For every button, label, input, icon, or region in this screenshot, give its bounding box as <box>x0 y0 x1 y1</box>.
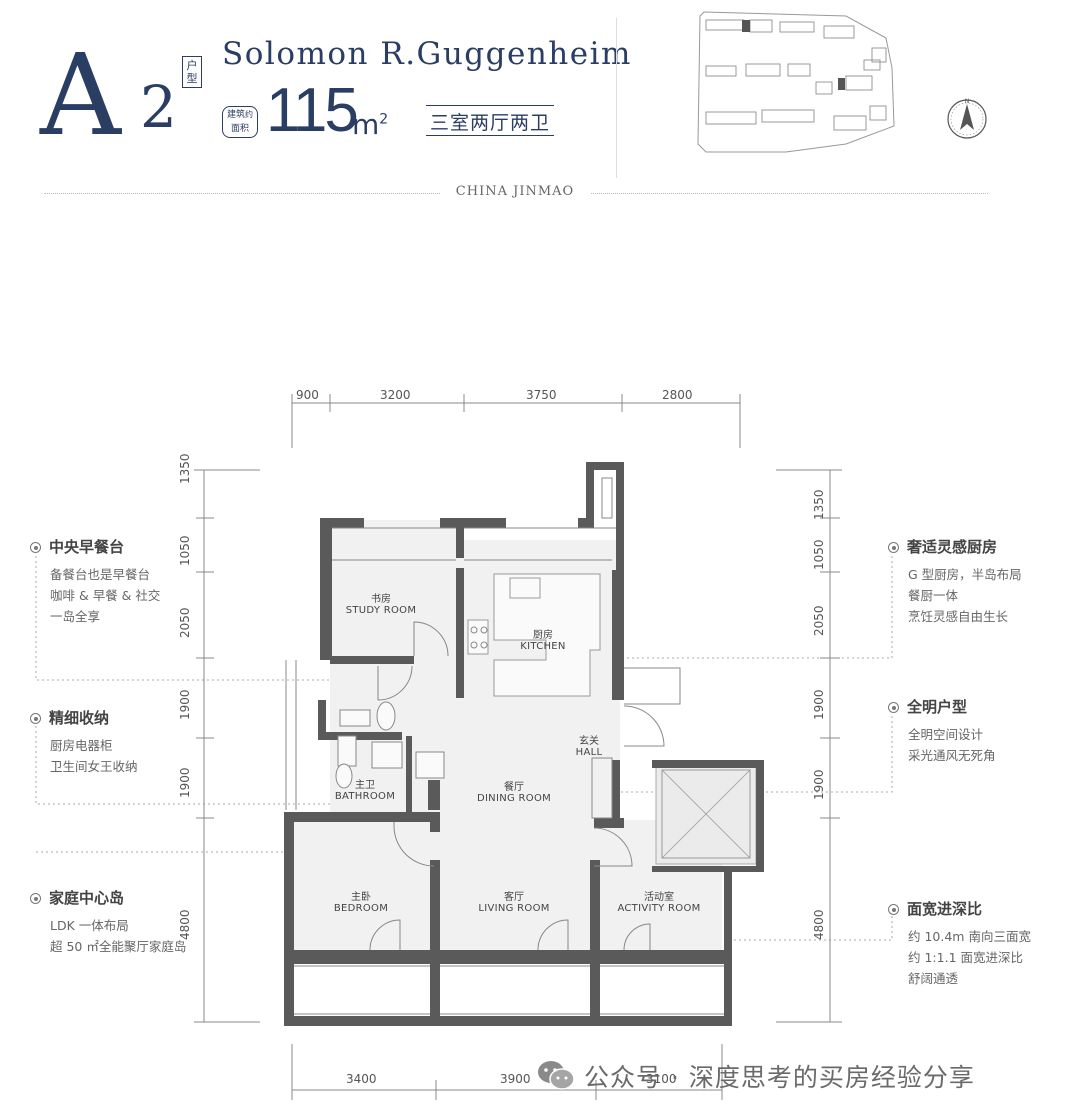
dim-top-3: 2800 <box>662 388 693 402</box>
bathroom-fixtures <box>335 701 445 789</box>
dim-left-5: 4800 <box>178 909 192 940</box>
dim-bottom-1: 3900 <box>500 1072 531 1086</box>
brand-name: CHINA JINMAO <box>440 184 590 199</box>
dim-right-5: 4800 <box>812 909 826 940</box>
area-tag: 建筑约 面积 <box>222 106 258 138</box>
header-divider <box>616 18 617 178</box>
bullet-icon <box>888 542 899 553</box>
dim-left-0: 1350 <box>178 453 192 484</box>
dimension-lines-bottom <box>291 1044 723 1100</box>
compass-icon: N <box>947 98 987 139</box>
bullet-icon <box>888 904 899 915</box>
wechat-icon <box>536 1058 576 1092</box>
type-tag: 户型 <box>182 56 202 88</box>
dim-bottom-0: 3400 <box>346 1072 377 1086</box>
type-letter: A <box>40 31 121 161</box>
dim-left-2: 2050 <box>178 607 192 638</box>
dim-right-1: 1050 <box>812 539 826 570</box>
title-en: Solomon R.Guggenheim <box>222 36 632 72</box>
doors <box>369 621 665 951</box>
walls <box>284 462 764 1026</box>
dim-bottom-2: 3100 <box>646 1072 677 1086</box>
feature-all-bright: 全明户型 全明空间设计 采光通风无死角 <box>888 696 996 766</box>
dim-right-4: 1900 <box>812 769 826 800</box>
dim-left-4: 1900 <box>178 767 192 798</box>
feature-storage: 精细收纳 厨房电器柜 卫生间女王收纳 <box>30 707 138 777</box>
feature-center-island: 家庭中心岛 LDK 一体布局 超 50 ㎡全能聚厅家庭岛 <box>30 887 186 957</box>
bullet-icon <box>30 893 41 904</box>
dim-left-1: 1050 <box>178 535 192 566</box>
dimension-lines-right <box>776 469 842 1023</box>
dimension-lines-left <box>194 469 260 1023</box>
dim-top-0: 900 <box>296 388 319 402</box>
feature-kitchen: 奢适灵感厨房 G 型厨房，半岛布局 餐厨一体 烹饪灵感自由生长 <box>888 536 1022 627</box>
dim-right-0: 1350 <box>812 489 826 520</box>
dim-right-3: 1900 <box>812 689 826 720</box>
dim-right-2: 2050 <box>812 605 826 636</box>
bullet-icon <box>30 542 41 553</box>
bullet-icon <box>30 713 41 724</box>
windows <box>285 477 724 1015</box>
dim-left-3: 1900 <box>178 689 192 720</box>
area-value: 115 <box>266 76 359 145</box>
type-number: 2 <box>140 73 177 141</box>
dim-top-1: 3200 <box>380 388 411 402</box>
svg-text:N: N <box>965 98 970 105</box>
dim-top-2: 3750 <box>526 388 557 402</box>
layout-name: 三室两厅两卫 <box>426 105 554 136</box>
feature-breakfast: 中央早餐台 备餐台也是早餐台 咖啡 & 早餐 & 社交 一岛全享 <box>30 536 160 627</box>
feature-width-depth: 面宽进深比 约 10.4m 南向三面宽 约 1:1.1 面宽进深比 舒阔通透 <box>888 898 1031 989</box>
bullet-icon <box>888 702 899 713</box>
area-unit: m2 <box>352 108 389 141</box>
site-plan-map <box>697 11 895 153</box>
kitchen-counters <box>467 573 601 697</box>
dimension-lines-top <box>291 394 741 448</box>
watermark: 公众号 · 深度思考的买房经验分享 <box>536 1058 975 1094</box>
